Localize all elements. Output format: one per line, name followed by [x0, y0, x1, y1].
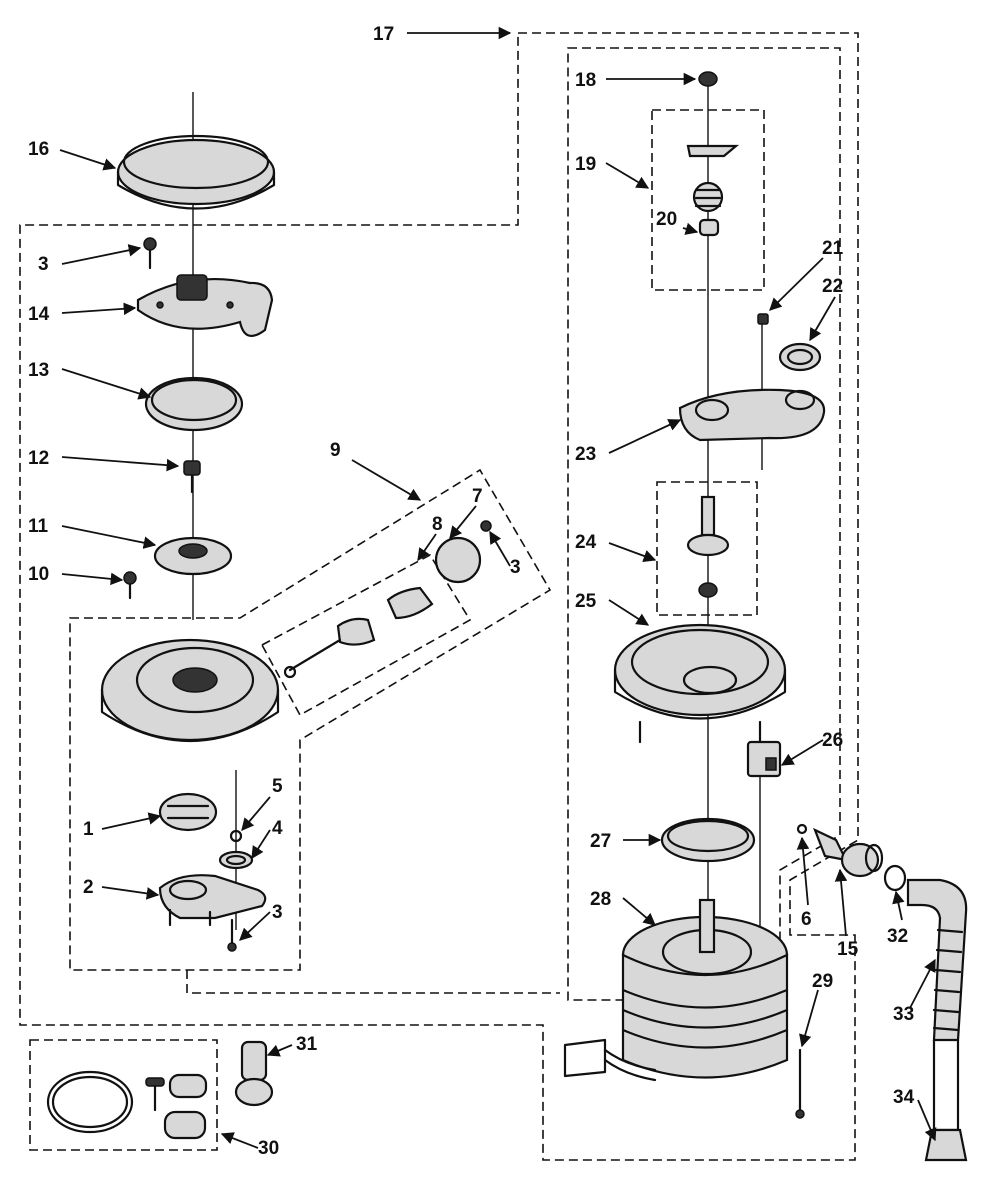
part-12-bolt [183, 460, 201, 494]
label-30: 30 [258, 1138, 279, 1159]
label-19: 19 [575, 154, 596, 175]
part-30-kit-box [29, 1039, 218, 1151]
part-25-base [613, 623, 787, 744]
part-2-cover [158, 874, 267, 927]
part-16-ring [116, 134, 276, 210]
label-16: 16 [28, 139, 49, 160]
label-14: 14 [28, 304, 50, 325]
part-number-labels: 17 16 3 14 13 12 11 10 9 8 7 3 1 2 5 4 3… [28, 24, 915, 1159]
left-bottom-connector [186, 970, 560, 994]
part-33-hose [906, 878, 968, 1132]
label-3-mid: 3 [510, 557, 521, 578]
part-3-screw-top [143, 237, 157, 270]
assembly-17-outline [19, 32, 859, 1161]
gearcase-housing [100, 638, 280, 742]
part-24-shaft-gear [686, 495, 730, 598]
part-27-disc [660, 817, 756, 863]
part-29-screw [795, 1048, 805, 1119]
part-11-gear [153, 536, 233, 576]
part-9-group-outline [260, 553, 472, 717]
label-6: 6 [801, 909, 812, 930]
label-22: 22 [822, 276, 843, 297]
label-27: 27 [590, 831, 611, 852]
part-13-ring [144, 376, 244, 432]
label-32: 32 [887, 926, 908, 947]
label-1: 1 [83, 819, 94, 840]
part-32-clamp [883, 864, 907, 892]
part-28-motor [563, 898, 789, 1082]
right-inner-outline [567, 47, 841, 1001]
label-7: 7 [472, 486, 483, 507]
label-20: 20 [656, 209, 677, 230]
gearcase-group-outline [69, 468, 552, 971]
label-23: 23 [575, 444, 596, 465]
part-14-plate [136, 274, 274, 337]
label-13: 13 [28, 360, 49, 381]
part-18-nut [698, 71, 718, 87]
part-10-screw [123, 571, 137, 600]
part-22-seal [778, 342, 822, 372]
label-8: 8 [432, 514, 443, 535]
dashed-group-outlines [19, 32, 859, 1161]
leader-lines [59, 26, 937, 1149]
label-12: 12 [28, 448, 49, 469]
label-3-bottom: 3 [272, 902, 283, 923]
part-19-assembly [686, 144, 740, 213]
label-4: 4 [272, 818, 283, 839]
part-3-screw-bottom [227, 918, 237, 952]
part-30-kit [46, 1070, 208, 1140]
part-24-group-box [656, 481, 758, 616]
label-10: 10 [28, 564, 49, 585]
label-25: 25 [575, 591, 597, 612]
label-15: 15 [837, 939, 859, 960]
label-33: 33 [893, 1004, 914, 1025]
label-17: 17 [373, 24, 394, 45]
part-15-valve [812, 827, 884, 878]
label-29: 29 [812, 971, 833, 992]
label-26: 26 [822, 730, 843, 751]
part-20-bushing [698, 218, 720, 237]
label-31: 31 [296, 1034, 318, 1055]
part-23-plate [678, 388, 826, 442]
part-5-ball [229, 829, 243, 843]
part-26-clip [746, 740, 782, 778]
part-6-plug [796, 823, 808, 835]
label-24: 24 [575, 532, 597, 553]
label-21: 21 [822, 238, 844, 259]
label-5: 5 [272, 776, 283, 797]
label-34: 34 [893, 1087, 915, 1108]
part-4-seal [218, 850, 254, 870]
part-1-filter [158, 792, 218, 832]
label-11: 11 [28, 516, 49, 537]
part-9-assembly [283, 520, 492, 679]
label-18: 18 [575, 70, 596, 91]
label-28: 28 [590, 889, 611, 910]
part-21-screw [757, 313, 769, 325]
label-2: 2 [83, 877, 94, 898]
label-9: 9 [330, 440, 341, 461]
label-3-top: 3 [38, 254, 49, 275]
part-31-fitting [234, 1040, 274, 1107]
